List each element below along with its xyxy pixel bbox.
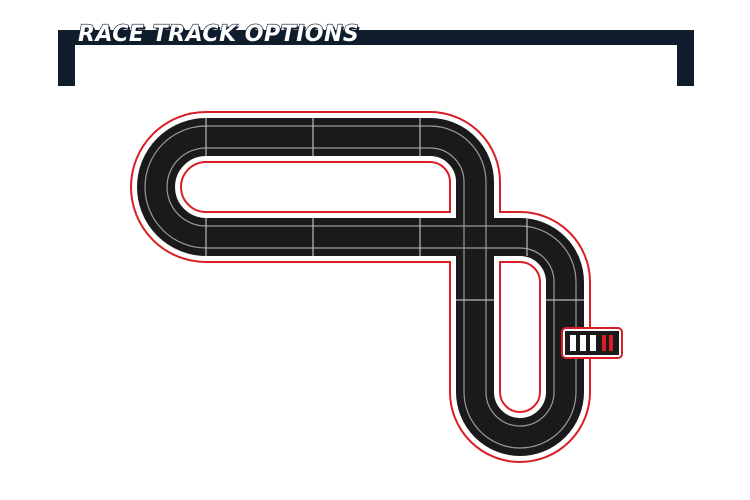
track-border-gap (132, 113, 589, 461)
banner-bar (58, 30, 694, 45)
track-outer-border (130, 111, 591, 463)
track-asphalt (137, 118, 584, 456)
track-kerb (134, 115, 587, 459)
banner-leg-right (677, 30, 694, 86)
track-lane-slot-inner (166, 147, 577, 449)
track-piece-dividers (205, 118, 584, 301)
start-finish-piece (561, 327, 623, 359)
page-title: RACE TRACK OPTIONS (77, 21, 360, 47)
title-banner: RACE TRACK OPTIONS (58, 21, 694, 86)
banner-leg-left (58, 30, 75, 86)
track-lane-slot-outer (144, 125, 555, 427)
